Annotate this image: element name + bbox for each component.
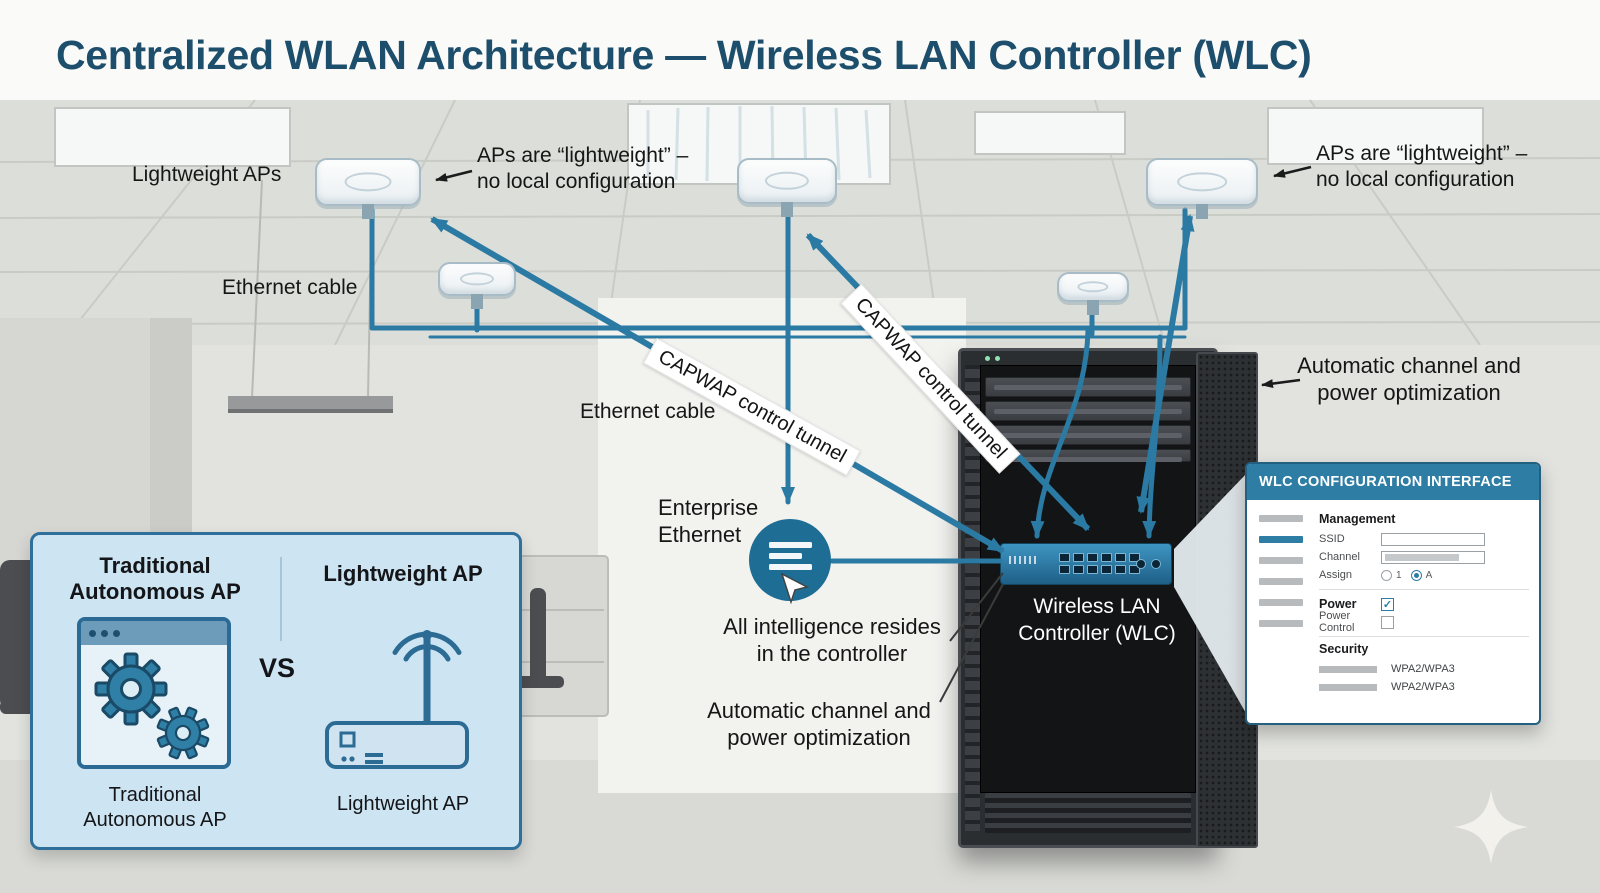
config-sidebar xyxy=(1259,510,1309,696)
management-heading: Management xyxy=(1319,512,1396,526)
ssid-row: SSID xyxy=(1319,530,1529,548)
label-auto-channel-top: Automatic channel and power optimization xyxy=(1297,353,1521,406)
ap-mount xyxy=(471,294,483,309)
ssid-input[interactable] xyxy=(1381,532,1485,546)
ethernet-ports-icon xyxy=(1059,553,1140,574)
round-port-icon xyxy=(1136,559,1146,569)
callout-beam xyxy=(1174,473,1247,715)
sidebar-bar xyxy=(1259,620,1303,627)
label-lightweight-aps: Lightweight APs xyxy=(132,163,282,186)
ap-mount xyxy=(781,202,793,217)
traditional-ap-caption: Traditional Autonomous AP xyxy=(83,784,227,831)
security-bar xyxy=(1319,665,1377,673)
sidebar-bar xyxy=(1259,515,1303,522)
cursor-icon xyxy=(780,572,810,605)
autonomous-ap-window-icon xyxy=(77,617,231,769)
assign-option-1: 1 xyxy=(1396,569,1402,581)
lightweight-ap-icon xyxy=(325,630,469,769)
ap-comparison-panel: Traditional Autonomous AP Lightweight AP… xyxy=(30,532,522,850)
leader-lines xyxy=(939,572,1004,703)
access-point-right xyxy=(1146,158,1258,219)
assign-radio-a[interactable] xyxy=(1410,569,1422,581)
gears-icon xyxy=(94,652,218,765)
security-value: WPA2/WPA3 xyxy=(1391,663,1455,675)
ap-mount xyxy=(362,204,374,219)
security-value: WPA2/WPA3 xyxy=(1391,681,1455,693)
access-point-center xyxy=(737,158,837,217)
power-control-label: Power Control xyxy=(1319,610,1355,634)
security-row: WPA2/WPA3 xyxy=(1319,678,1529,696)
page-title: Centralized WLAN Architecture — Wireless… xyxy=(56,32,1312,78)
label-ethernet-cable-mid: Ethernet cable xyxy=(580,400,716,423)
ap-logo-icon xyxy=(1077,281,1109,293)
security-row: WPA2/WPA3 xyxy=(1319,660,1529,678)
ethernet-cables xyxy=(369,203,1188,564)
lightweight-ap-caption: Lightweight AP xyxy=(336,793,470,815)
label-auto-channel-bottom: Automatic channel and power optimization xyxy=(707,698,931,751)
sidebar-bar xyxy=(1259,599,1303,606)
security-bar xyxy=(1319,683,1377,691)
label-ethernet-cable-top: Ethernet cable xyxy=(222,276,358,299)
sidebar-bar-active xyxy=(1259,536,1303,543)
annotation-arrows xyxy=(435,165,1312,389)
wlc-config-title: WLC CONFIGURATION INTERFACE xyxy=(1247,464,1539,500)
rack-vent-panel xyxy=(985,793,1191,833)
ap-logo-icon xyxy=(764,171,810,191)
access-point-left xyxy=(315,158,421,219)
sparkle-icon xyxy=(1454,790,1528,864)
wlc-config-panel: WLC CONFIGURATION INTERFACE Management S… xyxy=(1245,462,1541,725)
vs-label: VS xyxy=(259,653,296,683)
label-aps-lightweight-right: APs are “lightweight” – no local configu… xyxy=(1316,142,1528,192)
ethernet-switch-icon xyxy=(749,519,831,601)
access-point-small-right xyxy=(1057,272,1129,315)
round-port-icon xyxy=(1151,559,1161,569)
assign-radio-1[interactable] xyxy=(1381,569,1392,581)
channel-input[interactable] xyxy=(1381,550,1485,564)
power-row: Power xyxy=(1319,595,1529,613)
ap-mount xyxy=(1196,204,1208,219)
ap-mount xyxy=(1087,300,1099,315)
ap-logo-icon xyxy=(1177,172,1227,192)
sidebar-bar xyxy=(1259,578,1303,585)
lightweight-ap-title: Lightweight AP xyxy=(323,561,483,586)
channel-label: Channel xyxy=(1319,551,1360,563)
assign-label: Assign xyxy=(1319,569,1353,581)
ssid-label: SSID xyxy=(1319,533,1345,545)
power-control-row: Power Control xyxy=(1319,610,1529,634)
label-all-intelligence: All intelligence resides in the controll… xyxy=(723,614,941,667)
ap-logo-icon xyxy=(344,172,392,192)
label-aps-lightweight-left: APs are “lightweight” – no local configu… xyxy=(477,144,689,194)
wlc-device-label: Wireless LAN Controller (WLC) xyxy=(1018,595,1176,645)
power-heading: Power xyxy=(1319,597,1357,611)
power-control-checkbox[interactable] xyxy=(1381,615,1394,629)
assign-option-a: A xyxy=(1425,569,1433,581)
label-enterprise-ethernet: Enterprise Ethernet xyxy=(658,495,759,548)
access-point-small-left xyxy=(438,262,516,309)
capwap-tunnel-arrows xyxy=(430,214,1195,554)
channel-row: Channel xyxy=(1319,548,1529,566)
ap-logo-icon xyxy=(459,272,495,286)
assign-row: Assign 1 A xyxy=(1319,566,1529,584)
wlc-logo-icon xyxy=(1009,556,1037,564)
wlc-device xyxy=(1000,543,1172,585)
comparison-divider xyxy=(280,557,282,641)
sidebar-bar xyxy=(1259,557,1303,564)
power-checkbox[interactable] xyxy=(1381,597,1394,611)
security-heading: Security xyxy=(1319,642,1369,656)
traditional-ap-title: Traditional Autonomous AP xyxy=(69,553,241,605)
window-titlebar-icon xyxy=(81,621,227,645)
